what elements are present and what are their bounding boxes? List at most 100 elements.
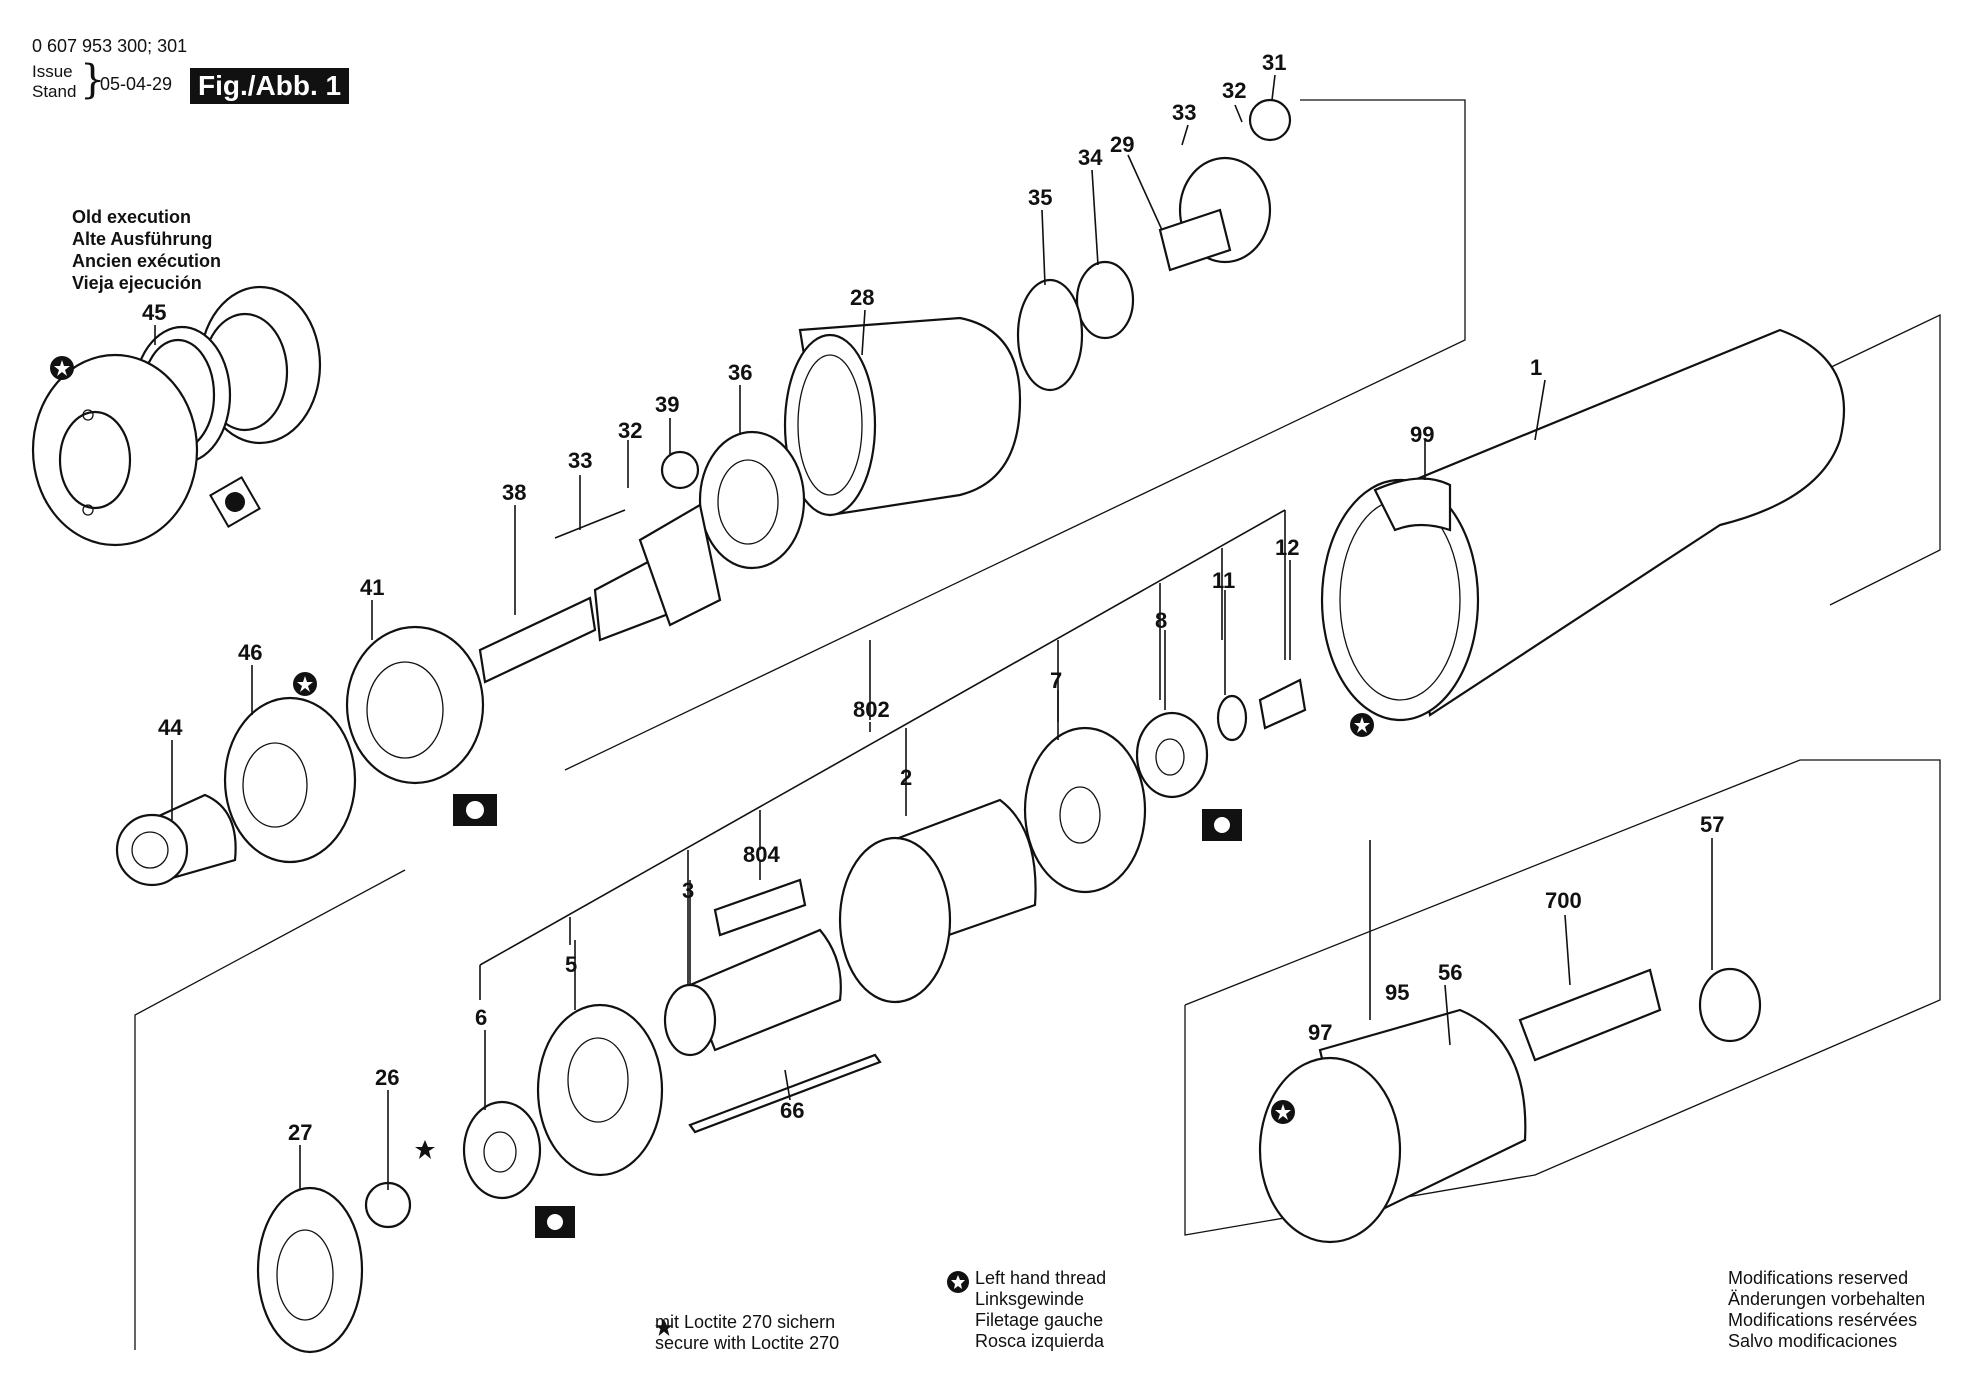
label-46: 46 bbox=[238, 640, 262, 665]
old-execution-es: Vieja ejecución bbox=[72, 273, 202, 293]
label-95: 95 bbox=[1385, 980, 1409, 1005]
part-5-endplate bbox=[536, 1003, 664, 1177]
label-26: 26 bbox=[375, 1065, 399, 1090]
part-6-bearing bbox=[462, 1100, 542, 1200]
label-2: 2 bbox=[900, 765, 912, 790]
part-11-washer bbox=[1216, 694, 1248, 742]
part-27-washer bbox=[256, 1186, 364, 1354]
mods-note-en: Modifications reserved bbox=[1728, 1268, 1909, 1288]
grease-icon bbox=[453, 794, 497, 826]
label-97: 97 bbox=[1308, 1020, 1332, 1045]
left-hand-thread-icon bbox=[1271, 1100, 1295, 1124]
part-41-bearing bbox=[345, 625, 485, 785]
label-44: 44 bbox=[158, 715, 183, 740]
label-33-mid: 33 bbox=[568, 448, 592, 473]
mods-note-de: Änderungen vorbehalten bbox=[1728, 1289, 1926, 1309]
part-46-ring bbox=[223, 696, 357, 864]
part-1-housing bbox=[1320, 328, 1846, 722]
part-12-screw bbox=[1258, 678, 1307, 730]
label-3: 3 bbox=[682, 878, 694, 903]
panel-lines bbox=[134, 99, 1941, 1350]
label-1: 1 bbox=[1530, 355, 1542, 380]
part-66-pin bbox=[688, 1053, 882, 1134]
label-57: 57 bbox=[1700, 812, 1724, 837]
part-57-cap bbox=[1698, 967, 1762, 1043]
label-66: 66 bbox=[780, 1098, 804, 1123]
old-execution-de: Alte Ausführung bbox=[72, 229, 213, 249]
part-8-bearing bbox=[1135, 711, 1209, 799]
part-99-label bbox=[1373, 477, 1452, 532]
grease-icon bbox=[209, 476, 261, 528]
figure-label: Fig./Abb. 1 bbox=[190, 68, 350, 104]
label-34: 34 bbox=[1078, 145, 1103, 170]
mods-note-es: Salvo modificaciones bbox=[1728, 1331, 1898, 1351]
part-old-threaded-ring bbox=[31, 353, 199, 547]
brace-icon: } bbox=[80, 57, 106, 103]
loctite-star-icons bbox=[415, 1140, 673, 1336]
label-32-top: 32 bbox=[1222, 78, 1246, 103]
label-35: 35 bbox=[1028, 185, 1052, 210]
label-11: 11 bbox=[1212, 568, 1235, 593]
old-execution-en: Old execution bbox=[72, 207, 192, 227]
part-labels: 1 2 3 5 6 7 8 11 12 26 27 28 29 31 32 32… bbox=[142, 50, 1724, 1145]
part-39-gear bbox=[660, 450, 700, 490]
label-29: 29 bbox=[1110, 132, 1134, 157]
part-35-circlip bbox=[1016, 278, 1084, 392]
label-36: 36 bbox=[728, 360, 752, 385]
left-hand-thread-icons bbox=[50, 356, 1374, 1293]
grease-icon bbox=[1202, 809, 1242, 841]
label-33-top: 33 bbox=[1172, 100, 1196, 125]
left-hand-thread-icon bbox=[1350, 713, 1374, 737]
label-38: 38 bbox=[502, 480, 526, 505]
label-27: 27 bbox=[288, 1120, 312, 1145]
part-28-cylinder bbox=[783, 316, 1022, 517]
loctite-note: mit Loctite 270 sichern secure with Loct… bbox=[655, 1312, 839, 1354]
label-45: 45 bbox=[142, 300, 166, 325]
thread-note-es: Rosca izquierda bbox=[975, 1331, 1105, 1351]
thread-note-fr: Filetage gauche bbox=[975, 1310, 1104, 1330]
loctite-note-en: secure with Loctite 270 bbox=[655, 1333, 840, 1353]
part-44-nut bbox=[115, 793, 237, 887]
left-hand-thread-icon bbox=[947, 1271, 969, 1293]
old-execution-caption: Old execution Alte Ausführung Ancien exé… bbox=[72, 206, 221, 294]
issue-date: 05-04-29 bbox=[100, 74, 173, 94]
part-29-rotor-end bbox=[1158, 156, 1272, 272]
part-700-fitting bbox=[1518, 968, 1662, 1062]
mods-note-fr: Modifications resérvées bbox=[1728, 1310, 1918, 1330]
label-31: 31 bbox=[1262, 50, 1286, 75]
modifications-note: Modifications reserved Änderungen vorbeh… bbox=[1728, 1268, 1925, 1352]
stand-label: Stand bbox=[32, 82, 77, 101]
label-28: 28 bbox=[850, 285, 874, 310]
left-hand-thread-note: Left hand thread Linksgewinde Filetage g… bbox=[975, 1268, 1106, 1352]
thread-note-en: Left hand thread bbox=[975, 1268, 1107, 1288]
left-hand-thread-icon bbox=[50, 356, 74, 380]
document-number: 0 607 953 300; 301 bbox=[32, 36, 188, 56]
part-36-bearing bbox=[698, 430, 806, 570]
part-56-inlet-housing bbox=[1258, 1008, 1527, 1244]
label-99: 99 bbox=[1410, 422, 1434, 447]
label-41: 41 bbox=[360, 575, 384, 600]
loctite-note-de: mit Loctite 270 sichern bbox=[655, 1312, 836, 1332]
label-32-mid: 32 bbox=[618, 418, 642, 443]
label-39: 39 bbox=[655, 392, 679, 417]
part-34-washer bbox=[1075, 260, 1135, 340]
part-804-vane bbox=[713, 878, 807, 937]
part-38-spindle bbox=[478, 503, 722, 684]
leader-lines bbox=[154, 74, 1713, 1190]
left-hand-thread-icon bbox=[293, 672, 317, 696]
label-8: 8 bbox=[1155, 608, 1167, 633]
label-56: 56 bbox=[1438, 960, 1462, 985]
loctite-star-icon bbox=[655, 1319, 673, 1336]
issue-label: Issue bbox=[32, 62, 73, 81]
part-3-rotor bbox=[663, 928, 842, 1057]
label-6: 6 bbox=[475, 1005, 487, 1030]
part-7-endplate bbox=[1023, 726, 1147, 894]
thread-note-de: Linksgewinde bbox=[975, 1289, 1085, 1309]
label-5: 5 bbox=[565, 952, 577, 977]
issue-block: Issue Stand } 05-04-29 bbox=[32, 60, 172, 102]
loctite-star-icon bbox=[415, 1140, 435, 1159]
label-7: 7 bbox=[1050, 668, 1062, 693]
part-31-gear bbox=[1248, 98, 1292, 142]
